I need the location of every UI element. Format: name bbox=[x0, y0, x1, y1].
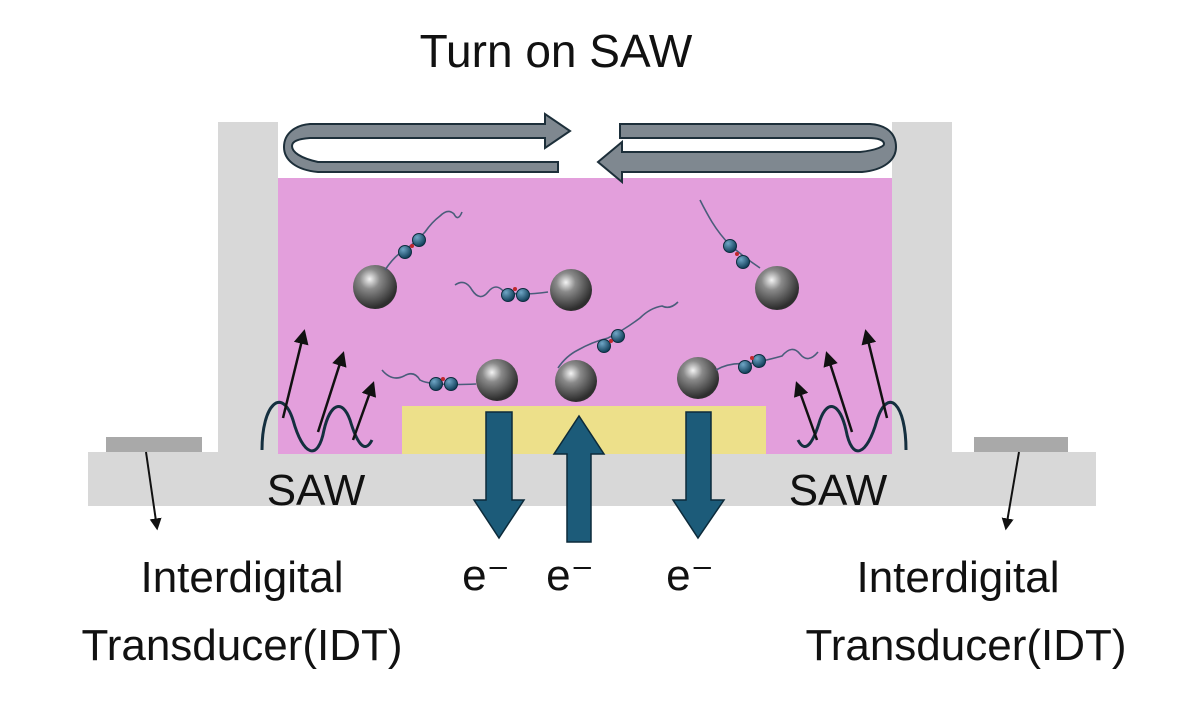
idt-label-right-line2: Transducer(IDT) bbox=[805, 621, 1126, 670]
chip-substrate bbox=[88, 452, 1096, 506]
idt-label-right-line1: Interdigital bbox=[856, 553, 1059, 602]
saw-label-left: SAW bbox=[267, 466, 366, 515]
saw-label-right: SAW bbox=[789, 466, 888, 515]
electron-arrow-down-icon bbox=[472, 411, 526, 540]
electron-arrow-up-icon bbox=[552, 414, 606, 543]
dna-strand bbox=[557, 301, 679, 369]
idt-pad-right bbox=[974, 437, 1068, 452]
chamber-wall-left bbox=[218, 122, 278, 454]
bead-icon bbox=[555, 360, 597, 402]
saw-radiation-arrows-left bbox=[281, 329, 377, 441]
saw-radiation-arrows-right bbox=[793, 329, 889, 441]
electron-arrows bbox=[472, 411, 726, 543]
electron-label-1: e⁻ bbox=[462, 551, 510, 600]
bead-icon bbox=[353, 265, 397, 309]
saw-waves-right bbox=[796, 400, 908, 453]
idt-label-left-line2: Transducer(IDT) bbox=[81, 621, 402, 670]
electron-arrow-down-icon bbox=[671, 411, 726, 540]
chamber-wall-right bbox=[892, 122, 952, 454]
bead-icon bbox=[755, 266, 799, 310]
saw-waves-left bbox=[260, 400, 374, 453]
electron-label-3: e⁻ bbox=[666, 551, 714, 600]
beads bbox=[353, 265, 799, 402]
probe-red-markers bbox=[410, 244, 754, 381]
dna-strand bbox=[715, 348, 819, 371]
idt-pointer-arrows bbox=[145, 451, 1020, 531]
bead-icon bbox=[677, 357, 719, 399]
electron-label-2: e⁻ bbox=[546, 551, 594, 600]
idt-pad-left bbox=[106, 437, 202, 452]
probe-dumbbells bbox=[398, 233, 766, 391]
bead-icon bbox=[476, 359, 518, 401]
rotation-arrows-icon bbox=[282, 112, 898, 185]
diagram-title: Turn on SAW bbox=[420, 25, 693, 77]
idt-label-left-line1: Interdigital bbox=[140, 553, 343, 602]
bead-icon bbox=[550, 269, 592, 311]
